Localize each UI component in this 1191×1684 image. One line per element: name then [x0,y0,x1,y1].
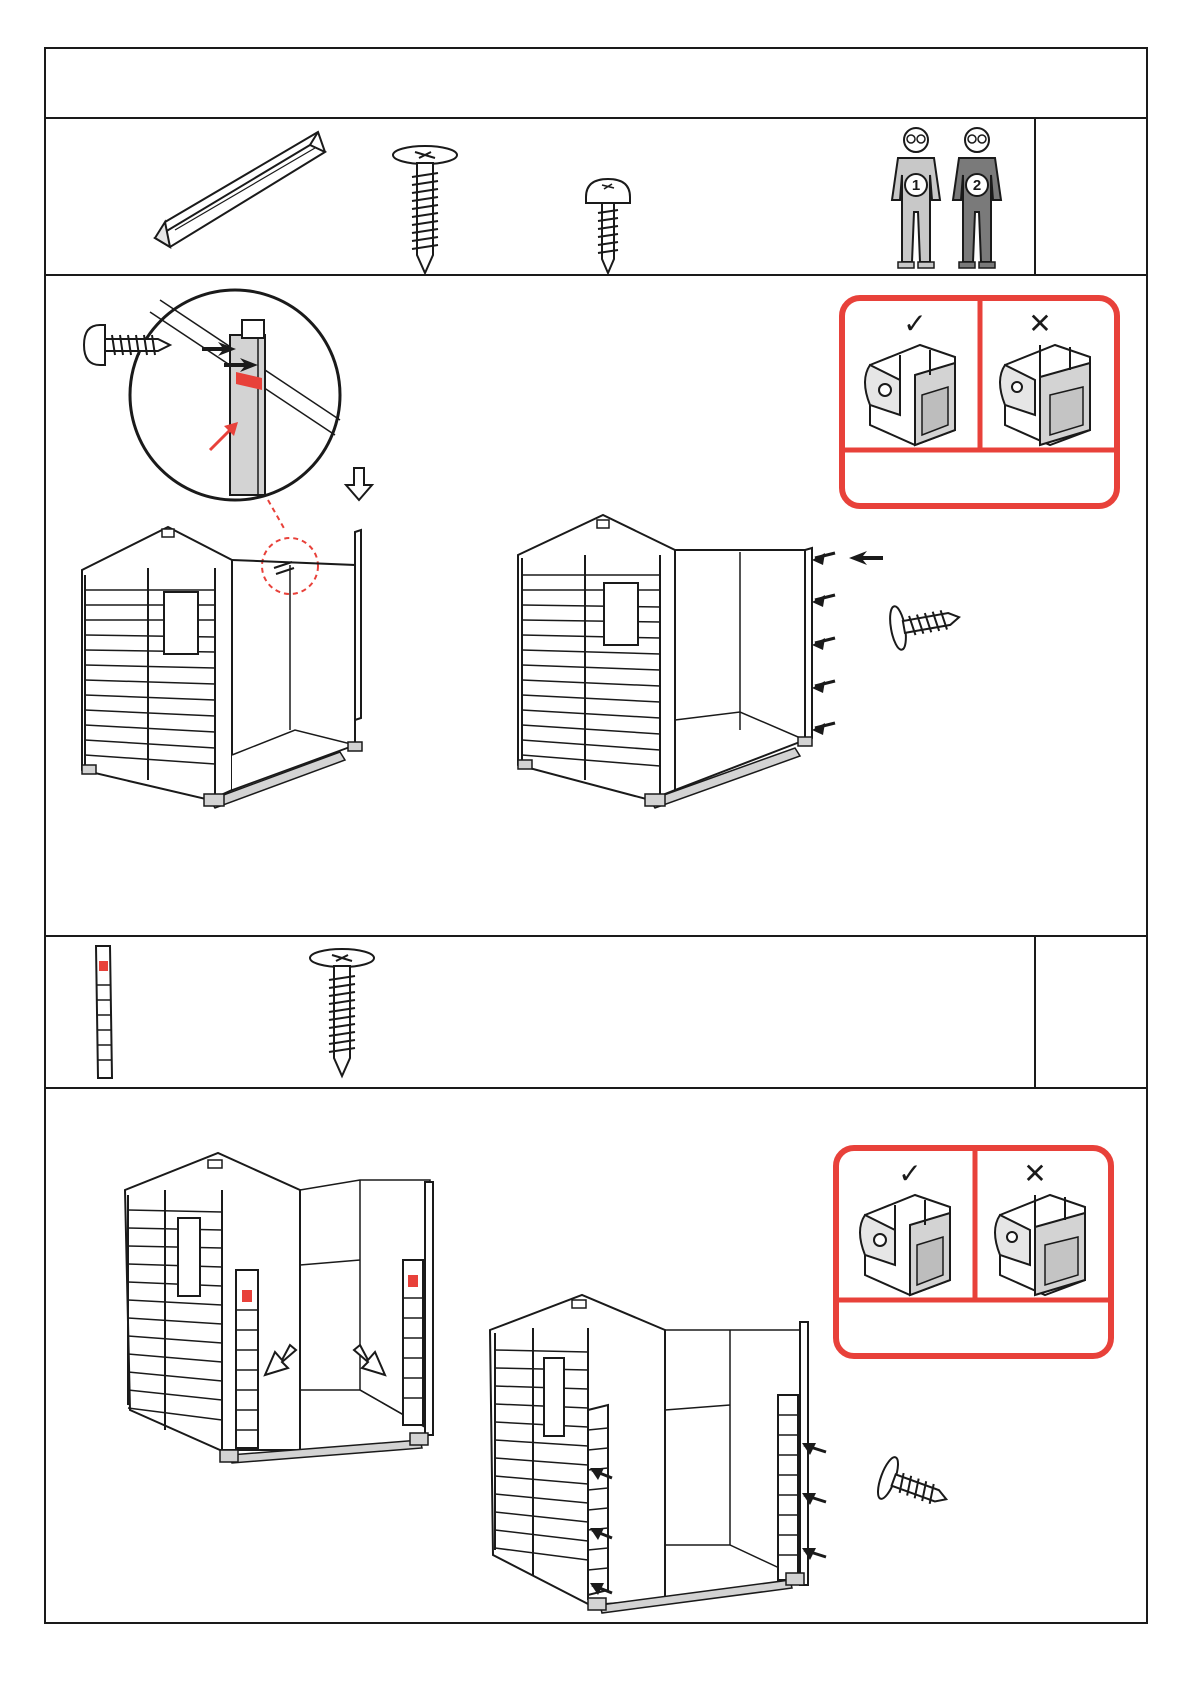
down-arrow-icon [346,468,372,500]
person-1-icon: 1 [892,128,940,268]
shed-illustration-step-b-right [490,1295,808,1613]
shed-illustration-step-a-left [82,527,362,808]
person-2-number: 2 [973,177,981,194]
wrong-mark: ✕ [1023,1157,1046,1190]
callout-leader-line [268,500,285,530]
person-1-number: 1 [912,177,920,194]
washer-screw-step-b-icon [874,1455,954,1520]
pan-head-screw-part [586,179,630,273]
wall-strip-part [96,946,112,1078]
screw-direction-arrows-step-a [812,551,883,735]
washer-screw-step-a-icon [887,596,963,651]
washer-head-screw-part-2 [310,949,374,1076]
connector-profile-part [155,132,325,247]
person-2-icon: 2 [953,128,1001,268]
wrong-mark: ✕ [1028,307,1051,340]
connector-check-box-step-a: ✓ ✕ [842,298,1117,506]
connector-check-box-step-b: ✓ ✕ [836,1148,1111,1356]
correct-mark: ✓ [903,307,926,340]
detail-zoom-circle [130,290,340,500]
shed-illustration-step-b-left [125,1153,433,1463]
correct-mark: ✓ [898,1157,921,1190]
shed-illustration-step-a-right [518,515,812,808]
washer-head-screw-part [393,146,457,273]
